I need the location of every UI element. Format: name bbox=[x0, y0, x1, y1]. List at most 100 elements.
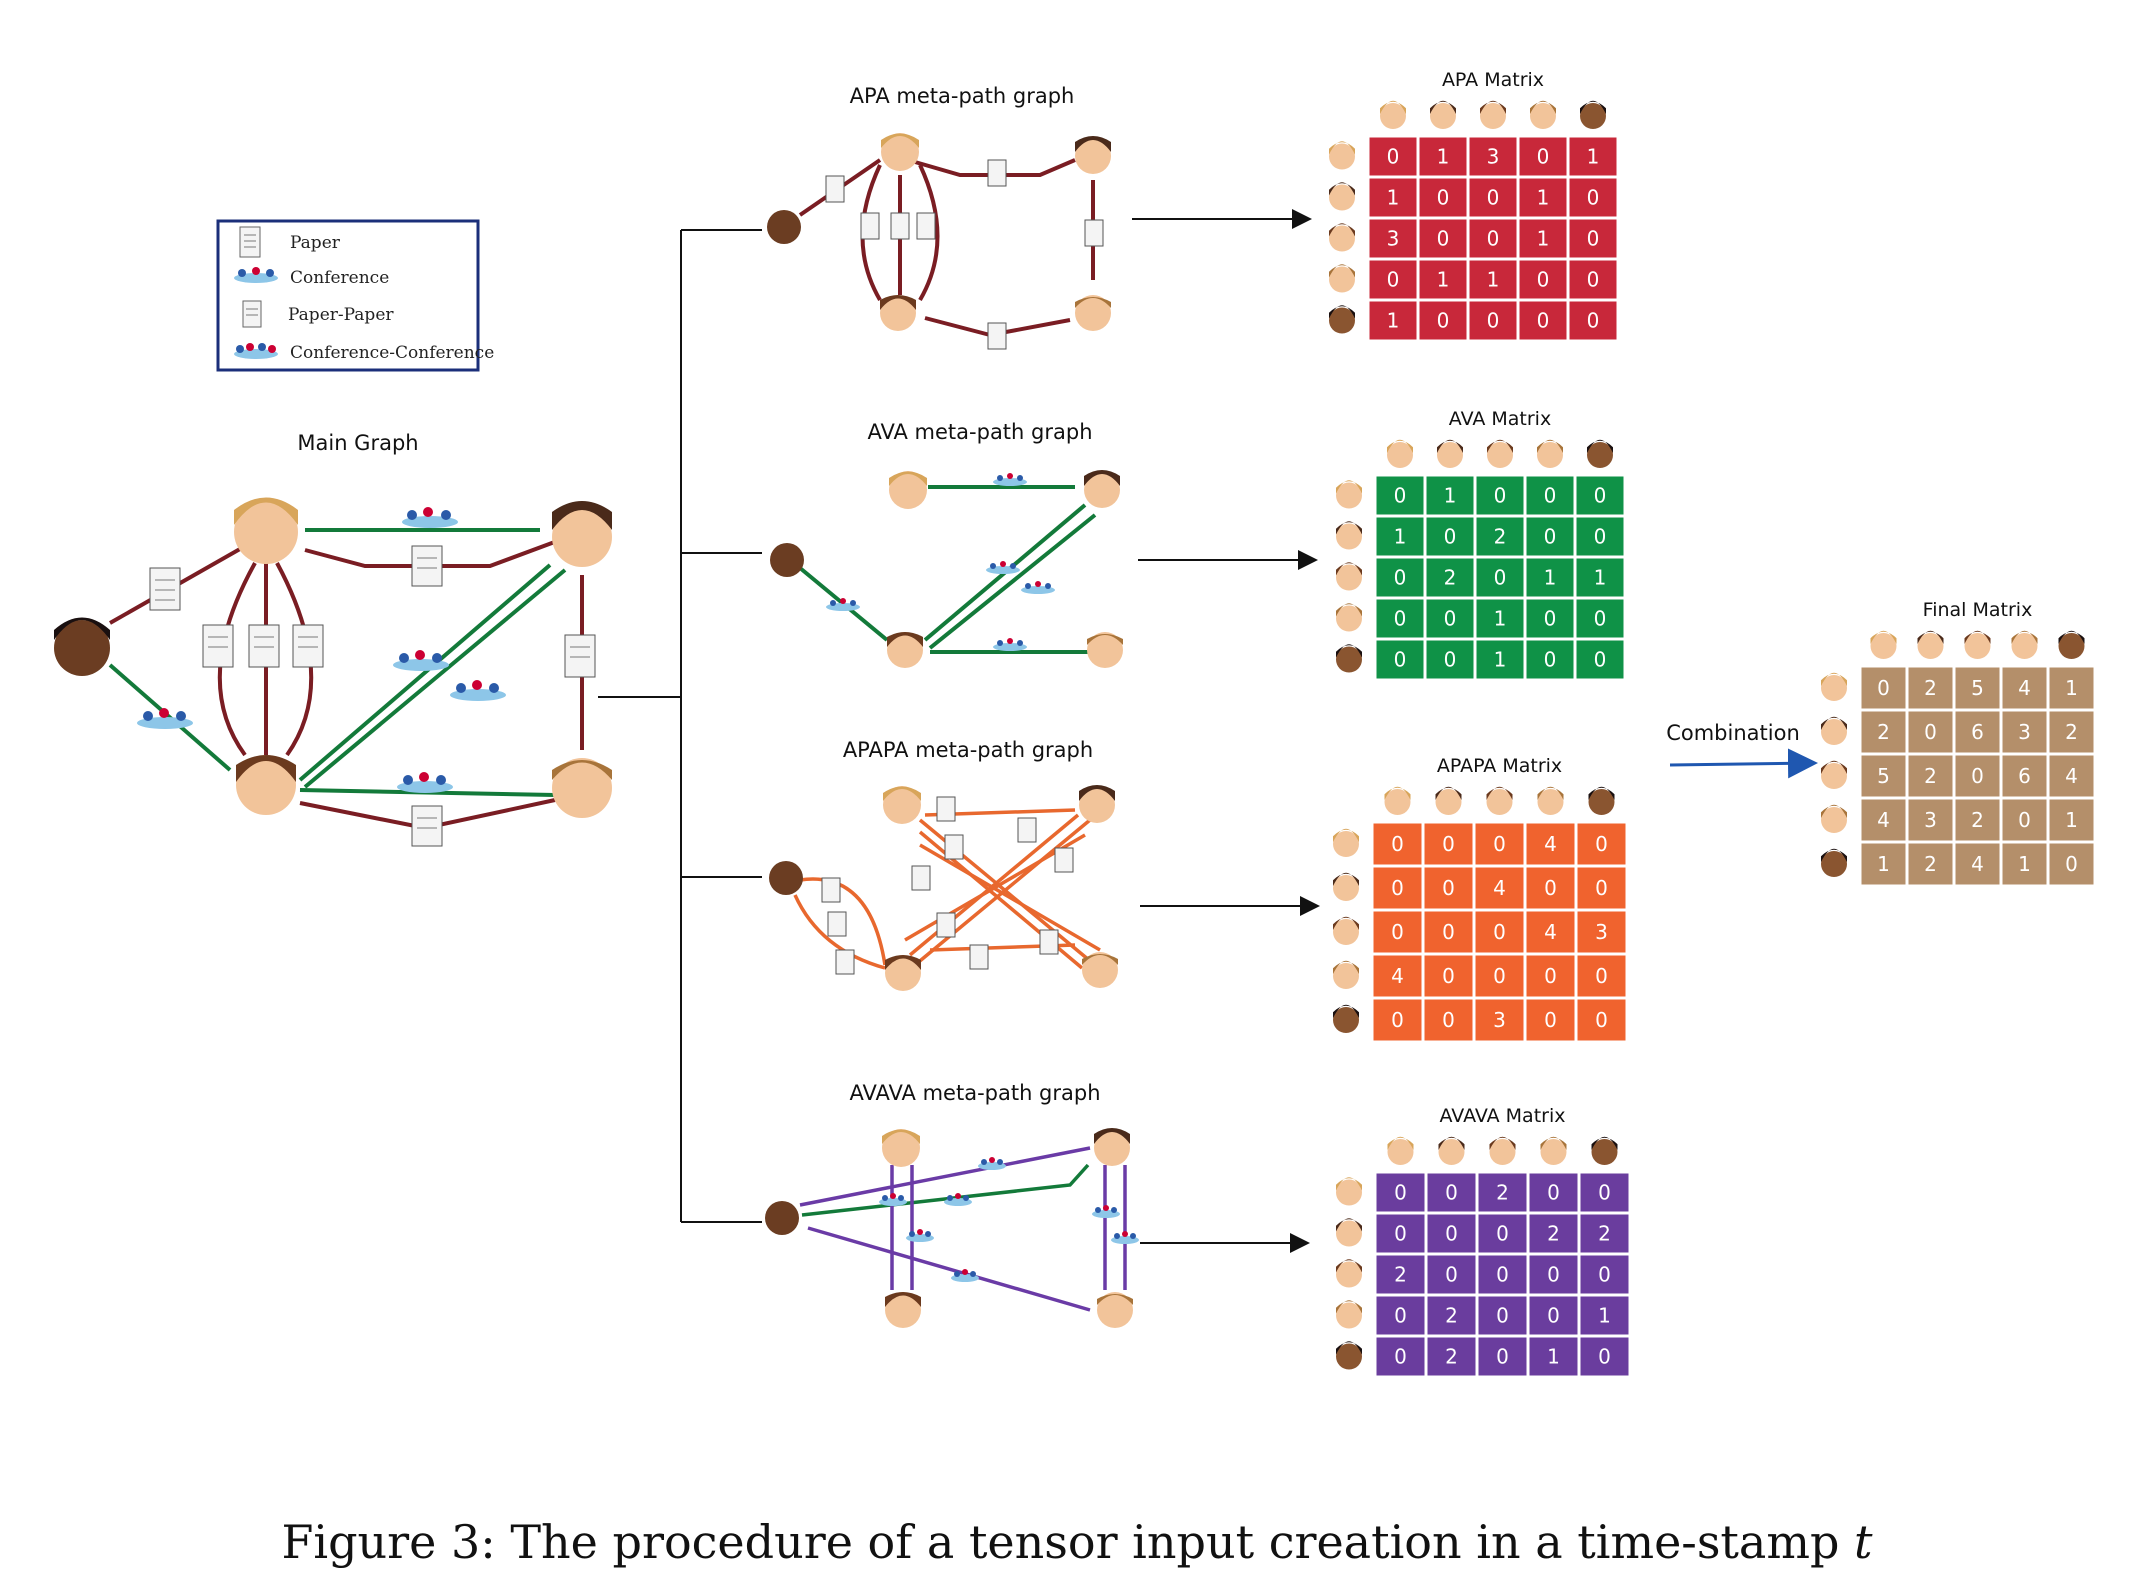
apa-matrix-cell: 0 bbox=[1416, 298, 1470, 343]
avava-graph bbox=[799, 1146, 1127, 1312]
apa-matrix-cell: 0 bbox=[1516, 298, 1570, 343]
paper-icon bbox=[411, 545, 443, 587]
avava-matrix-cell: 1 bbox=[1526, 1334, 1581, 1379]
avava-matrix-cell-value: 0 bbox=[1547, 1263, 1560, 1287]
final-matrix-cell-value: 1 bbox=[2065, 808, 2078, 832]
ava-matrix-title: AVA Matrix bbox=[1449, 408, 1551, 430]
ava-matrix-cell: 1 bbox=[1473, 596, 1527, 641]
ava-matrix-cell: 0 bbox=[1373, 473, 1427, 518]
final-matrix-cell: 0 bbox=[1999, 796, 2050, 844]
final-matrix-column-avatar bbox=[1964, 630, 1991, 659]
apa-matrix-cell: 1 bbox=[1366, 175, 1420, 220]
apapa-graph-title: APAPA meta-path graph bbox=[843, 738, 1093, 762]
ava-matrix-cell-value: 2 bbox=[1444, 566, 1457, 590]
main-graph-edges bbox=[108, 528, 584, 831]
ava-matrix-cell: 1 bbox=[1423, 473, 1477, 518]
final-matrix-column-avatar bbox=[1870, 630, 1897, 659]
apa-matrix-cell: 0 bbox=[1366, 134, 1420, 179]
apa-matrix-cell-value: 0 bbox=[1537, 309, 1550, 333]
final-matrix-cell-value: 4 bbox=[1971, 852, 1984, 876]
apapa-matrix-cell: 0 bbox=[1472, 908, 1527, 956]
ava-matrix-cell-value: 1 bbox=[1394, 525, 1407, 549]
avava-matrix-cell: 1 bbox=[1577, 1293, 1632, 1338]
ava-matrix-cell-value: 0 bbox=[1394, 648, 1407, 672]
conference-icon bbox=[450, 680, 506, 701]
final-matrix-cell-value: 1 bbox=[2065, 676, 2078, 700]
final-matrix-cell-value: 1 bbox=[2018, 852, 2031, 876]
apa-matrix-cell: 0 bbox=[1416, 175, 1470, 220]
apapa-matrix-cell: 0 bbox=[1523, 952, 1578, 1000]
apa-matrix-cell-value: 0 bbox=[1537, 268, 1550, 292]
ava-matrix-cell-value: 2 bbox=[1494, 525, 1507, 549]
avava-matrix-cell: 0 bbox=[1475, 1293, 1530, 1338]
ava-matrix-cell: 2 bbox=[1473, 514, 1527, 559]
apa-matrix-cell: 0 bbox=[1416, 216, 1470, 261]
apapa-matrix-cell: 0 bbox=[1421, 820, 1476, 868]
ava-matrix-cell: 0 bbox=[1523, 637, 1577, 682]
ava-matrix-cell-value: 0 bbox=[1494, 566, 1507, 590]
apapa-matrix-cell-value: 0 bbox=[1442, 832, 1455, 856]
apa-matrix-cell: 0 bbox=[1366, 257, 1420, 302]
final-matrix-row-avatar bbox=[1821, 672, 1847, 701]
avava-matrix-cell: 2 bbox=[1526, 1211, 1581, 1256]
apapa-matrix-column-avatar bbox=[1486, 786, 1513, 815]
apa-matrix-cell: 0 bbox=[1566, 298, 1620, 343]
apa-matrix-cell-value: 0 bbox=[1587, 227, 1600, 251]
final-matrix-cell: 1 bbox=[2046, 796, 2097, 844]
ava-matrix-row-avatar bbox=[1336, 644, 1362, 673]
final-matrix-cell-value: 1 bbox=[1877, 852, 1890, 876]
apapa-matrix-row-avatar bbox=[1333, 872, 1359, 901]
final-matrix-cell: 6 bbox=[1952, 708, 2003, 756]
avava-matrix-cell: 2 bbox=[1475, 1170, 1530, 1215]
apa-matrix-cell: 1 bbox=[1366, 298, 1420, 343]
graph-to-matrix-arrows bbox=[1132, 209, 1320, 1253]
final-matrix-cell: 2 bbox=[1905, 840, 1956, 888]
apa-matrix-row-avatar bbox=[1329, 182, 1355, 211]
final-matrix-cell: 0 bbox=[2046, 840, 2097, 888]
apa-matrix-cell-value: 1 bbox=[1537, 186, 1550, 210]
avava-matrix-title: AVAVA Matrix bbox=[1440, 1105, 1566, 1127]
paper-icon bbox=[564, 634, 596, 678]
apapa-matrix-column-avatar bbox=[1537, 786, 1564, 815]
apa-matrix-cell-value: 0 bbox=[1587, 268, 1600, 292]
apa-matrix-cell: 1 bbox=[1466, 257, 1520, 302]
apa-matrix-cell-value: 1 bbox=[1587, 145, 1600, 169]
avava-graph-icons bbox=[879, 1157, 1139, 1282]
apapa-matrix-cell-value: 0 bbox=[1391, 1008, 1404, 1032]
final-matrix-cell: 6 bbox=[1999, 752, 2050, 800]
ava-matrix-cell-value: 0 bbox=[1444, 525, 1457, 549]
apa-matrix-cell: 0 bbox=[1516, 257, 1570, 302]
apapa-matrix-cell: 0 bbox=[1574, 952, 1629, 1000]
avava-matrix-cell-value: 0 bbox=[1547, 1181, 1560, 1205]
avava-matrix-cell: 0 bbox=[1577, 1170, 1632, 1215]
avava-matrix-cell-value: 0 bbox=[1394, 1181, 1407, 1205]
avava-matrix-cell: 0 bbox=[1424, 1170, 1479, 1215]
main-graph-nodes bbox=[54, 497, 612, 818]
apa-matrix-cell: 0 bbox=[1566, 216, 1620, 261]
ava-matrix-row-avatar bbox=[1336, 603, 1362, 632]
apapa-matrix-cell-value: 0 bbox=[1595, 1008, 1608, 1032]
paper-paper-icon bbox=[202, 624, 234, 668]
ava-matrix-cell-value: 0 bbox=[1444, 607, 1457, 631]
avava-matrix-cell: 0 bbox=[1577, 1252, 1632, 1297]
apa-matrix-cell-value: 0 bbox=[1487, 227, 1500, 251]
avava-matrix-cell-value: 2 bbox=[1394, 1263, 1407, 1287]
avava-matrix-cell-value: 0 bbox=[1496, 1345, 1509, 1369]
apa-matrix-cell-value: 1 bbox=[1387, 309, 1400, 333]
ava-matrix-cell: 0 bbox=[1473, 473, 1527, 518]
avava-matrix-cell-value: 0 bbox=[1547, 1304, 1560, 1328]
apa-matrix-column-avatar bbox=[1380, 100, 1406, 129]
apapa-matrix-cell: 4 bbox=[1523, 820, 1578, 868]
apapa-graph-nodes bbox=[769, 785, 1118, 991]
avava-matrix-row-avatar bbox=[1336, 1177, 1362, 1206]
paper-paper-icon bbox=[292, 624, 324, 668]
ava-matrix-column-avatar bbox=[1437, 439, 1463, 468]
avava-matrix-cell-value: 0 bbox=[1394, 1345, 1407, 1369]
final-matrix-cell: 2 bbox=[1952, 796, 2003, 844]
apapa-matrix-cell-value: 3 bbox=[1493, 1008, 1506, 1032]
apa-matrix-cell-value: 0 bbox=[1487, 309, 1500, 333]
apa-matrix-cell: 1 bbox=[1416, 134, 1470, 179]
apa-matrix-cell-value: 0 bbox=[1537, 145, 1550, 169]
